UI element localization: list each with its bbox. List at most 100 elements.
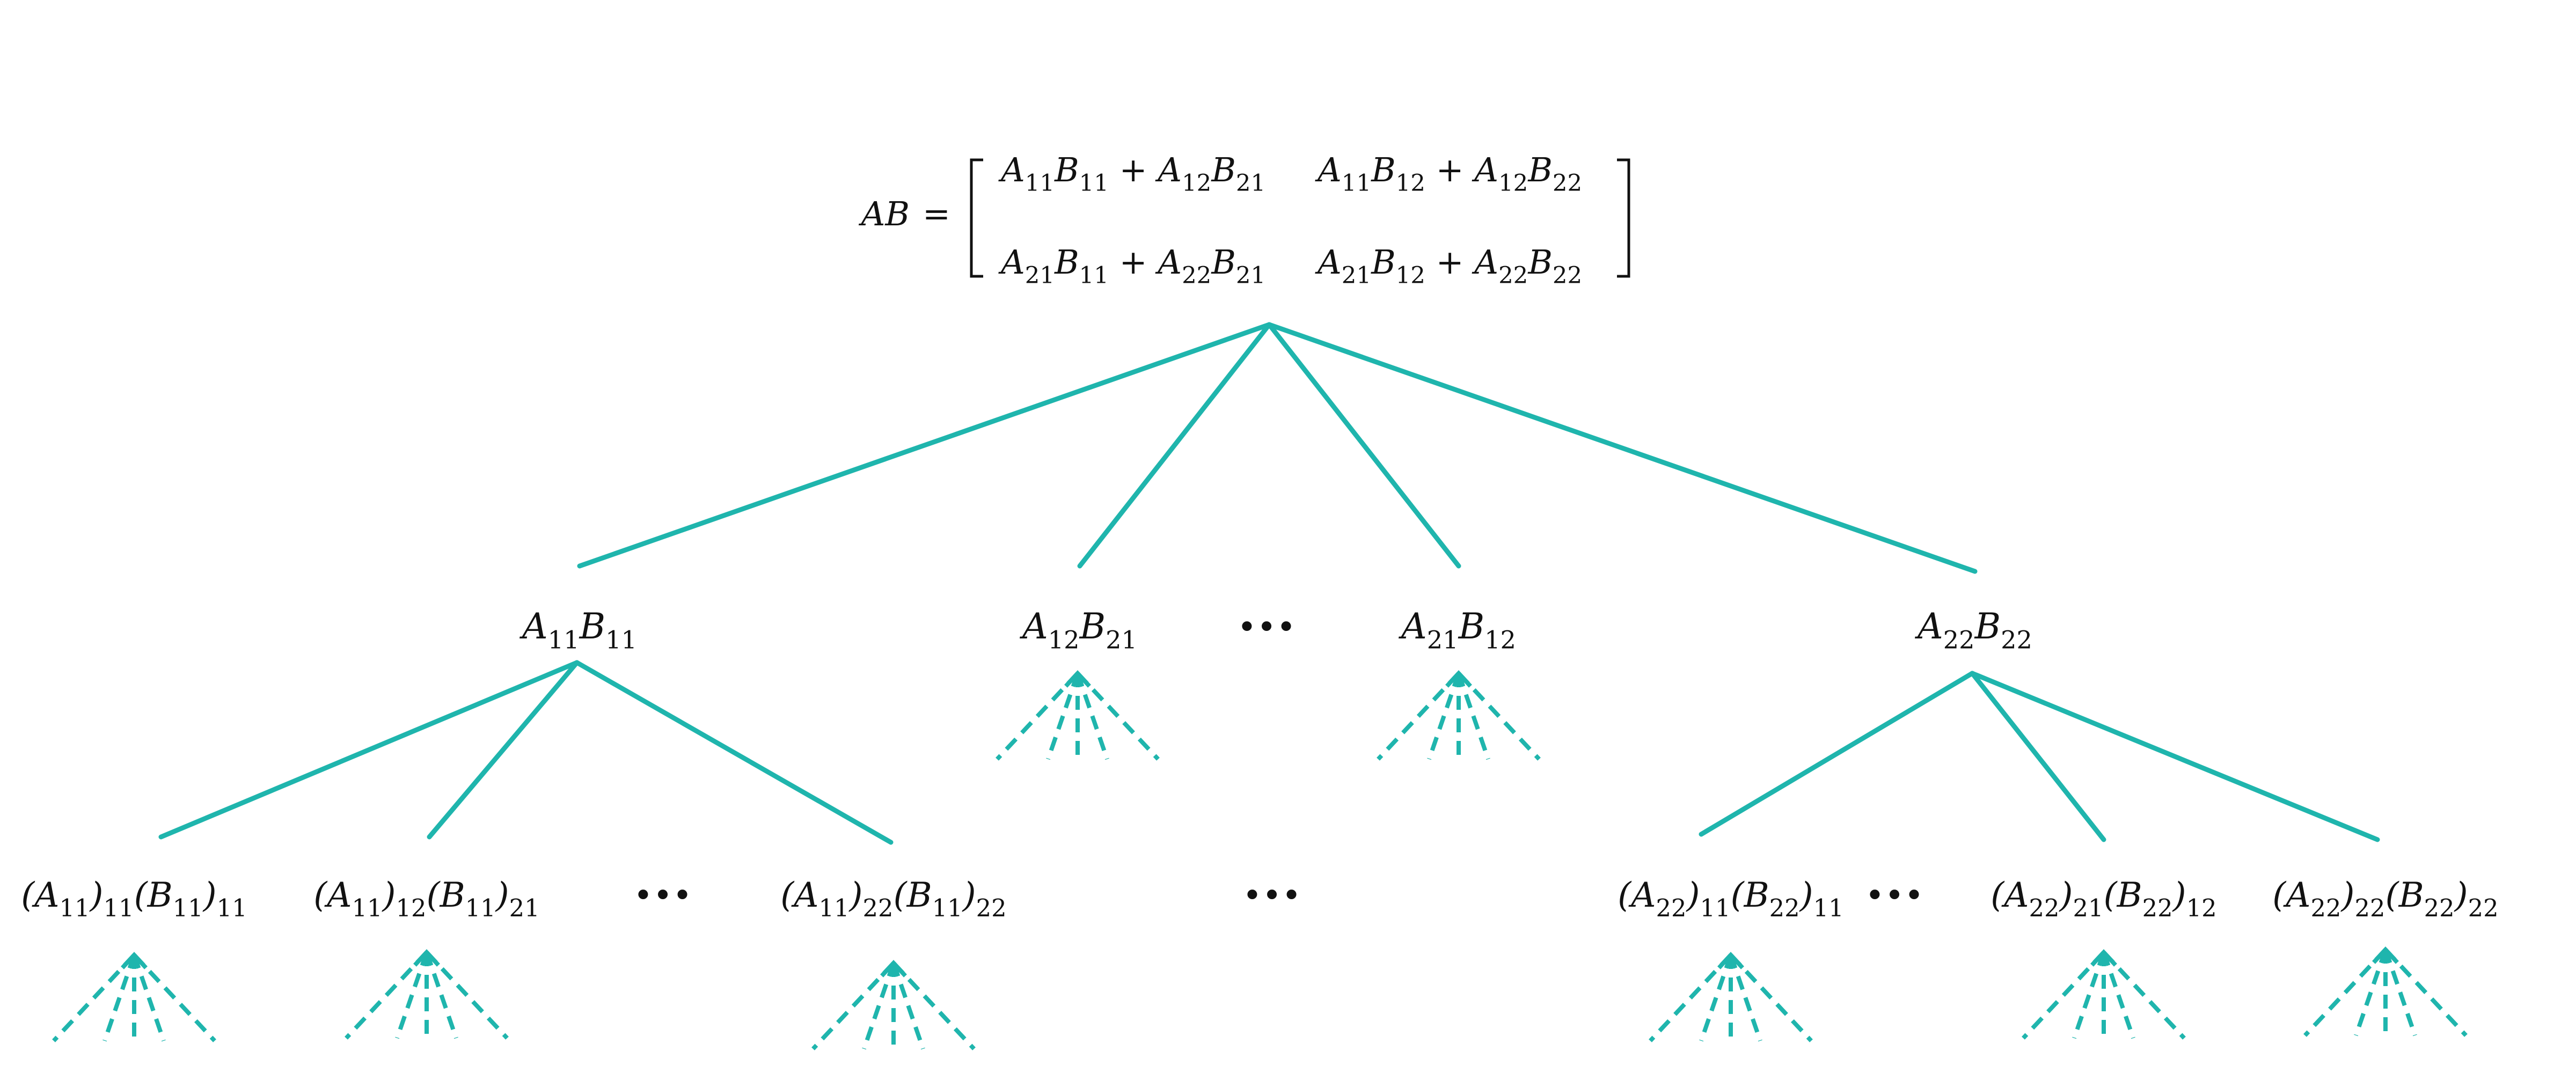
- fan-under-A21B12: [1377, 670, 1541, 761]
- fan-apex-arrow: [1717, 952, 1744, 969]
- label-subscript: 11: [465, 894, 496, 922]
- label-subscript: 22: [2468, 894, 2499, 922]
- label-base: B: [1527, 150, 1553, 189]
- label-base: B: [1054, 150, 1079, 189]
- label-base: B: [1211, 242, 1236, 282]
- edge-root-to-A11B11: [577, 322, 1272, 569]
- fan-dashed-line: [1699, 954, 1733, 1042]
- label-base: (B: [1731, 876, 1769, 915]
- label-base: A: [1914, 606, 1943, 647]
- recursion-fans: [52, 670, 2468, 1050]
- label-subscript: 12: [1396, 170, 1425, 196]
- label-base: ): [382, 876, 396, 915]
- label-base: (A: [21, 876, 59, 915]
- label-subscript: 11: [1342, 170, 1371, 196]
- label-base: B: [1371, 242, 1396, 282]
- label-subscript: 22: [2142, 894, 2173, 922]
- edge-to-A22-22-B22-22: [1970, 671, 2380, 842]
- node-A22-22-B22-22: (A22 )22 (B22 )22: [2272, 876, 2498, 922]
- label-base: (A: [313, 876, 352, 915]
- fan-dashed-line: [2354, 949, 2388, 1037]
- label-subscript: 22: [1553, 262, 1582, 289]
- level2-ellipsis-left: •••: [633, 876, 692, 915]
- label-base: ): [962, 876, 976, 915]
- fan-dashed-line: [1729, 953, 1813, 1042]
- label-base: (A: [1618, 876, 1656, 915]
- fan-under-A22-11-B22-11: [1649, 952, 1813, 1042]
- label-base: A: [1155, 150, 1182, 189]
- fan-dashed-line: [2384, 948, 2468, 1037]
- label-subscript: 22: [2001, 625, 2032, 654]
- fan-dashed-line: [1729, 954, 1762, 1042]
- label-base: (B: [2385, 876, 2424, 915]
- label-base: ): [495, 876, 509, 915]
- fan-under-A11-12-B11-21: [345, 949, 509, 1040]
- label-subscript: 12: [1396, 262, 1425, 289]
- node-A12B21: A12 B21: [1019, 606, 1137, 654]
- label-base: ): [89, 876, 104, 915]
- label-subscript: 22: [1553, 170, 1582, 196]
- edge-root-to-A22B22: [1267, 322, 1978, 574]
- label-subscript: 12: [1498, 170, 1528, 196]
- fan-dashed-line: [425, 951, 458, 1039]
- label-subscript: 22: [976, 894, 1007, 922]
- label-base: A: [998, 242, 1025, 282]
- fan-apex-arrow: [880, 960, 907, 978]
- level1-ellipsis: •••: [1237, 607, 1296, 646]
- matrix-entry-11: A11 B11 + A12 B21: [998, 150, 1265, 196]
- fan-under-A12B21: [996, 670, 1160, 761]
- label-subscript: 22: [1656, 894, 1686, 922]
- equation-lhs: AB: [859, 194, 910, 233]
- fan-apex-arrow: [121, 952, 148, 969]
- label-base: ): [202, 876, 217, 915]
- fan-under-A22-21-B22-12: [2022, 949, 2186, 1040]
- fan-apex-arrow: [413, 949, 440, 967]
- label-base: ): [1799, 876, 1813, 915]
- label-subscript: 11: [932, 894, 963, 922]
- edge-root-to-A12B21: [1077, 322, 1272, 569]
- node-A22-11-B22-11: (A22 )11 (B22 )11: [1618, 876, 1843, 922]
- edge-to-A11-12-B11-21: [427, 660, 580, 840]
- label-subscript: 12: [1484, 625, 1516, 654]
- label-base: +: [1425, 150, 1474, 189]
- fan-dashed-line: [395, 951, 429, 1039]
- fan-dashed-line: [52, 953, 136, 1042]
- label-subscript: 21: [1342, 262, 1371, 289]
- label-base: ): [848, 876, 863, 915]
- label-base: ): [1686, 876, 1700, 915]
- label-subscript: 11: [1700, 894, 1731, 922]
- label-base: A: [998, 150, 1025, 189]
- label-subscript: 11: [605, 625, 637, 654]
- label-base: (A: [2272, 876, 2310, 915]
- fan-dashed-line: [1457, 672, 1490, 760]
- tree-edges: [158, 322, 2380, 845]
- fan-dashed-line: [1649, 953, 1732, 1042]
- fan-dashed-line: [1076, 672, 1160, 761]
- label-subscript: 11: [1079, 262, 1109, 289]
- label-subscript: 12: [1048, 625, 1080, 654]
- label-subscript: 22: [1182, 262, 1211, 289]
- matrix-entry-12: A11 B12 + A12 B22: [1315, 150, 1582, 196]
- label-subscript: 21: [1236, 262, 1265, 289]
- label-base: B: [1079, 606, 1106, 647]
- fan-dashed-line: [862, 962, 896, 1050]
- matrix-entry-21: A21 B11 + A22 B21: [998, 242, 1265, 289]
- fan-dashed-line: [2102, 951, 2186, 1040]
- label-subscript: 22: [2029, 894, 2059, 922]
- label-base: A: [1315, 150, 1342, 189]
- fan-under-A11-11-B11-11: [52, 952, 216, 1042]
- label-base: B: [579, 606, 606, 647]
- label-subscript: 21: [1427, 625, 1459, 654]
- label-base: A: [1155, 242, 1182, 282]
- label-subscript: 11: [1025, 170, 1055, 196]
- label-base: B: [1974, 606, 2001, 647]
- equation-equals: =: [923, 194, 950, 233]
- edge-to-A11-11-B11-11: [158, 660, 580, 840]
- edge-to-A11-22-B11-22: [574, 660, 894, 845]
- label-subscript: 12: [396, 894, 427, 922]
- label-subscript: 11: [1813, 894, 1844, 922]
- label-base: A: [1472, 150, 1498, 189]
- node-A21B12: A21 B12: [1398, 606, 1516, 654]
- label-subscript: 21: [1106, 625, 1137, 654]
